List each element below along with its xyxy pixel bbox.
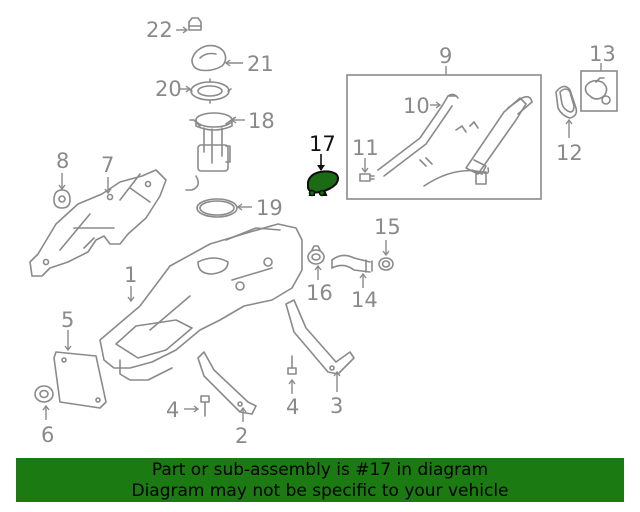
leader-18-arrow — [230, 116, 237, 124]
callout-12: 12 — [556, 141, 583, 165]
callout-13: 13 — [589, 42, 616, 66]
leader-1-arrow — [127, 296, 135, 303]
callout-4-left: 4 — [166, 398, 179, 422]
part-19-gasket[interactable] — [196, 198, 238, 218]
callout-4-right: 4 — [286, 395, 299, 419]
part-16-clamp[interactable] — [307, 245, 325, 265]
leader-10-arrow — [435, 101, 442, 109]
callout-15: 15 — [374, 215, 401, 239]
part-22-nut[interactable] — [188, 17, 202, 31]
part-11-connector[interactable] — [359, 173, 375, 182]
leader-14-arrow — [359, 272, 367, 279]
part-7-insulator[interactable] — [29, 169, 167, 277]
part-20-lock-ring[interactable] — [188, 78, 232, 104]
part-21-cover[interactable] — [191, 44, 227, 72]
callout-1: 1 — [124, 263, 137, 287]
part-5-plate[interactable] — [53, 351, 107, 409]
leader-15-arrow — [382, 250, 390, 257]
callout-5: 5 — [61, 308, 74, 332]
part-4-bolt-right[interactable] — [287, 355, 297, 375]
leader-22-arrow — [182, 26, 189, 34]
part-18-fuel-pump-module[interactable] — [185, 112, 235, 191]
leader-3-arrow — [333, 370, 341, 377]
leader-12-arrow — [565, 118, 573, 125]
part-13-fuel-cap[interactable] — [584, 77, 611, 105]
leader-21-arrow — [224, 59, 231, 67]
part-8-clip[interactable] — [53, 189, 71, 209]
part-4-bolt-left[interactable] — [200, 395, 210, 417]
part-9-filler-pipe-assembly[interactable] — [423, 95, 533, 187]
callout-9: 9 — [439, 44, 452, 68]
leader-4-right-arrow — [288, 378, 296, 385]
callout-8: 8 — [56, 149, 69, 173]
leader-2-arrow — [239, 406, 247, 413]
part-17-highlighted[interactable] — [307, 170, 339, 197]
callout-20: 20 — [155, 77, 182, 101]
callout-18: 18 — [248, 109, 275, 133]
part-1-fuel-tank[interactable] — [99, 223, 303, 381]
part-3-strap[interactable] — [285, 299, 355, 375]
leader-19-arrow — [236, 203, 243, 211]
part-14-hose[interactable] — [331, 254, 373, 273]
part-2-strap[interactable] — [197, 351, 257, 415]
leader-8-arrow — [58, 184, 66, 191]
callout-11: 11 — [352, 136, 379, 160]
callout-3: 3 — [330, 394, 343, 418]
callout-2: 2 — [235, 424, 248, 448]
callout-14: 14 — [351, 288, 378, 312]
callout-10: 10 — [403, 94, 430, 118]
leader-4-left-arrow — [193, 405, 200, 413]
leader-6-arrow — [42, 404, 50, 411]
leader-16-arrow — [314, 264, 322, 271]
callout-21: 21 — [247, 52, 274, 76]
parts-diagram: 22 21 20 18 19 8 7 1 5 6 4 2 4 3 16 14 1… — [29, 17, 618, 448]
part-10-filler-tube[interactable] — [377, 93, 459, 177]
part-6-grommet[interactable] — [34, 385, 54, 403]
group-9-box — [346, 74, 542, 200]
callout-22: 22 — [146, 18, 173, 42]
leader-11-arrow — [361, 167, 369, 174]
callout-6: 6 — [41, 423, 54, 447]
part-15-clamp[interactable] — [378, 257, 394, 271]
leader-5-arrow — [64, 345, 72, 352]
callout-17: 17 — [309, 132, 336, 156]
callout-19: 19 — [256, 196, 283, 220]
part-12-ring[interactable] — [555, 85, 578, 119]
notice-line-1: Part or sub-assembly is #17 in diagram — [151, 460, 489, 480]
group-13-box — [580, 70, 618, 112]
part-notice-banner: Part or sub-assembly is #17 in diagram D… — [16, 458, 624, 502]
leader-7-arrow — [104, 188, 112, 195]
notice-line-2: Diagram may not be specific to your vehi… — [131, 481, 509, 501]
callout-16: 16 — [306, 281, 333, 305]
callout-7: 7 — [101, 153, 114, 177]
leader-17-arrow — [317, 165, 325, 171]
leader-20-arrow — [185, 85, 192, 93]
